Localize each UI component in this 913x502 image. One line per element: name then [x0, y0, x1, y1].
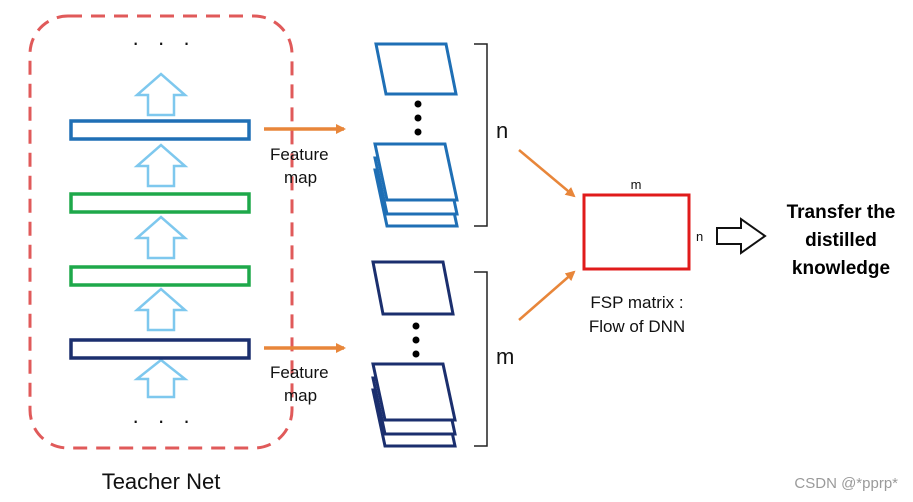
feature-map-top-line2: map [284, 168, 317, 187]
up-arrow-icon [133, 358, 189, 399]
layer-bar-4 [69, 338, 251, 360]
to-fsp-arrow-top [518, 149, 576, 198]
up-arrow-icon [133, 287, 189, 332]
layer-bar-1 [69, 119, 251, 141]
watermark: CSDN @*pprp* [794, 475, 898, 492]
fsp-caption-line1: FSP matrix : [590, 293, 683, 312]
transfer-line2: distilled [805, 230, 877, 251]
up-arrow-icon [133, 215, 189, 260]
stack-dot [414, 100, 422, 108]
fsp-caption-line2: Flow of DNN [589, 317, 685, 336]
feature-map-bottom-line2: map [284, 386, 317, 405]
feature-map-bottom-first [371, 260, 455, 316]
stack-dot [412, 336, 420, 344]
layer-bar-2 [69, 192, 251, 214]
fsp-matrix [582, 193, 691, 271]
brace-top [474, 43, 488, 227]
feature-map-bottom-stack-front [371, 362, 457, 422]
teacher-net-boundary [28, 14, 294, 450]
transfer-arrow-icon [716, 217, 767, 255]
feature-map-top-stack-front [373, 142, 459, 202]
teacher-net-title: Teacher Net [102, 469, 221, 494]
to-fsp-arrow-bottom [518, 270, 576, 321]
teacher-net-dots-bottom: · · · [132, 408, 196, 433]
feature-map-top-line1: Feature [270, 145, 329, 164]
up-arrow-icon [133, 143, 189, 188]
brace-bottom [474, 271, 488, 447]
stack-dot [412, 350, 420, 358]
up-arrow-icon [133, 72, 189, 117]
layer-bar-3 [69, 265, 251, 287]
stack-top-count-label: n [496, 118, 508, 143]
stack-bottom-count-label: m [496, 344, 514, 369]
teacher-net-dots-top: · · · [132, 30, 196, 55]
stack-dot [412, 322, 420, 330]
stack-dot [414, 114, 422, 122]
fsp-top-label: m [631, 177, 642, 192]
stack-dot [414, 128, 422, 136]
transfer-line1: Transfer the [787, 202, 896, 223]
transfer-line3: knowledge [792, 258, 890, 279]
feature-map-bottom-line1: Feature [270, 363, 329, 382]
fsp-side-label: n [696, 229, 703, 244]
feature-map-top-first [374, 42, 458, 96]
